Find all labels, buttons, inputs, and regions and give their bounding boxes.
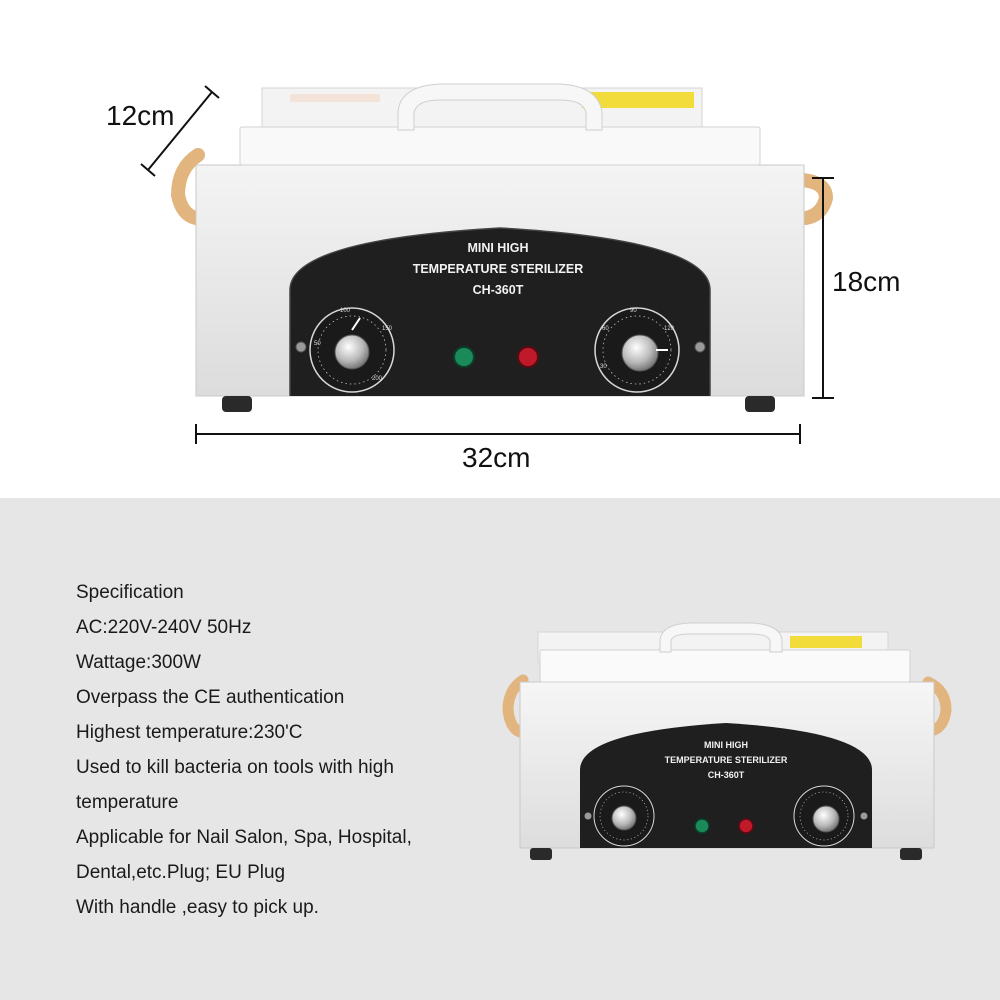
svg-text:200: 200 — [372, 376, 383, 382]
spec-line: Overpass the CE authentication — [76, 687, 345, 708]
svg-text:60: 60 — [602, 326, 609, 332]
panel-title-2: TEMPERATURE STERILIZER — [413, 262, 584, 276]
specification-list: Specification AC:220V-240V 50Hz Wattage:… — [76, 575, 546, 925]
width-dimension-line — [195, 424, 801, 444]
small-panel-title-2: TEMPERATURE STERILIZER — [665, 755, 788, 765]
height-dimension-line — [812, 177, 834, 399]
depth-label: 12cm — [106, 100, 175, 131]
spec-line: temperature — [76, 792, 179, 813]
spec-line: AC:220V-240V 50Hz — [76, 617, 252, 638]
small-panel-model: CH-360T — [708, 770, 745, 780]
spec-line: With handle ,easy to pick up. — [76, 897, 319, 918]
svg-text:30: 30 — [600, 364, 607, 370]
svg-text:50: 50 — [314, 341, 321, 347]
spec-title: Specification — [76, 582, 184, 603]
panel-title-1: MINI HIGH — [467, 241, 528, 255]
panel-model: CH-360T — [473, 283, 524, 297]
svg-text:150: 150 — [382, 326, 393, 332]
spec-line: Applicable for Nail Salon, Spa, Hospital… — [76, 827, 412, 848]
product-main-image: MINI HIGH TEMPERATURE STERILIZER CH-360T… — [140, 83, 834, 444]
green-indicator-light — [453, 346, 475, 368]
red-indicator-light — [517, 346, 539, 368]
width-label: 32cm — [462, 442, 531, 473]
top-carry-handle — [397, 83, 603, 131]
right-foot — [745, 396, 775, 412]
depth-dimension-line — [140, 85, 220, 177]
svg-text:100: 100 — [340, 308, 351, 314]
right-wood-handle — [795, 173, 834, 225]
spec-line: Wattage:300W — [76, 652, 201, 673]
spec-line: Highest temperature:230'C — [76, 722, 303, 743]
height-label: 18cm — [832, 266, 901, 297]
left-foot — [222, 396, 252, 412]
svg-text:90: 90 — [630, 308, 637, 314]
svg-text:120: 120 — [664, 326, 675, 332]
temperature-dial[interactable]: 100 50 150 200 — [309, 307, 395, 393]
small-panel-title-1: MINI HIGH — [704, 740, 748, 750]
spec-line: Used to kill bacteria on tools with high — [76, 757, 394, 778]
product-small-image: MINI HIGH TEMPERATURE STERILIZER CH-360T — [502, 622, 952, 860]
spec-line: Dental,etc.Plug; EU Plug — [76, 862, 286, 883]
timer-dial[interactable]: 90 60 120 30 — [594, 307, 680, 393]
left-wood-handle — [170, 148, 205, 225]
warning-label — [582, 92, 694, 108]
